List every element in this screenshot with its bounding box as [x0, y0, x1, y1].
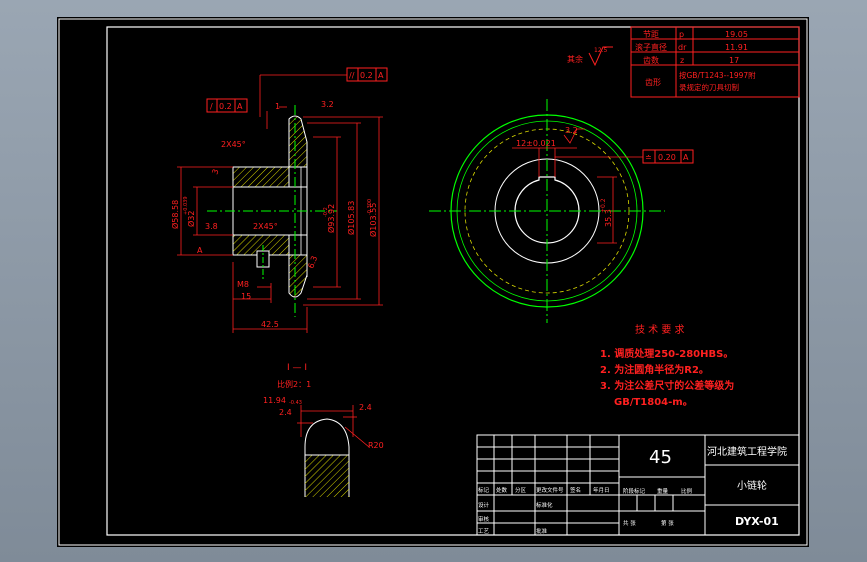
- title-block: [476, 434, 800, 536]
- right-rough-32: 3.2: [565, 126, 578, 135]
- tech-item-3: 3. 为注公差尺寸的公差等级为: [600, 379, 734, 392]
- param-table-text: 节距 p 19.05 滚子直径 dr 11.91 齿数 z 17 齿形 按GB/…: [635, 30, 756, 92]
- param-val-0: 19.05: [725, 30, 748, 39]
- param-sym-0: p: [679, 30, 684, 39]
- roughness-symbol-icon: [588, 46, 613, 67]
- material: 45: [649, 447, 672, 468]
- param-table: [630, 26, 800, 98]
- gtol-left-val: 0.2: [219, 102, 232, 111]
- gtol-top: // 0.2 A: [346, 67, 388, 82]
- section-scale: 比例2：1: [277, 379, 311, 389]
- check-label: 审核: [478, 515, 490, 523]
- roughness-label: 其余: [567, 54, 583, 64]
- outer-frame: [58, 18, 808, 546]
- std-label: 标准化: [536, 501, 553, 509]
- right-gtol-ref: A: [683, 153, 689, 162]
- ratio-label: 比例: [681, 487, 693, 495]
- key-depth: 35.3: [604, 209, 613, 227]
- school-name: 河北建筑工程学院: [707, 445, 787, 458]
- datum-a: A: [197, 246, 203, 255]
- left-rough-63: 6.3: [306, 255, 319, 270]
- dim-pitch: Ø103.55: [368, 203, 378, 237]
- sheet-label: 共 张: [623, 519, 636, 527]
- inner-frame: [106, 26, 800, 536]
- section-mark: 1: [275, 102, 280, 111]
- dim-15: 15: [241, 292, 251, 301]
- r-top: 3: [210, 168, 220, 176]
- left-view: // 0.2 A / 0.2 A 1 3.2 2X45° 3 2X45° 3.8…: [170, 67, 388, 333]
- section-top: [232, 115, 308, 188]
- dim-outer: Ø105.83: [346, 201, 356, 235]
- chamfer-top: 2X45°: [221, 140, 246, 149]
- gear-drawing: 节距 p 19.05 滚子直径 dr 11.91 齿数 z 17 齿形 按GB/…: [58, 18, 808, 546]
- tech-item-2: 2. 为注圆角半径为R2。: [600, 363, 709, 376]
- section-width: 11.94: [263, 396, 286, 405]
- drawing-sheet: 节距 p 19.05 滚子直径 dr 11.91 齿数 z 17 齿形 按GB/…: [57, 17, 809, 547]
- gtol-top-val: 0.2: [360, 71, 373, 80]
- tooth-hatch: [305, 455, 349, 497]
- section-dim-b: 2.4: [359, 403, 372, 412]
- section-dim-a: 2.4: [279, 408, 292, 417]
- key-depth-tol: +0.2: [600, 198, 607, 213]
- section-radius: R20: [368, 441, 384, 450]
- tooth-profile: [304, 418, 350, 497]
- param-sym-1: dr: [678, 43, 687, 52]
- tech-item-4: GB/T1804-m。: [614, 397, 693, 408]
- title-block-text: 45 河北建筑工程学院 小链轮 DYX-01 标记 处数 分区 更改文件号 签名…: [478, 445, 787, 535]
- row-label-0: 标记: [478, 486, 490, 494]
- part-name: 小链轮: [737, 479, 767, 492]
- stage-label: 阶段标记: [623, 487, 646, 495]
- key-width: 12±0.021: [516, 139, 556, 148]
- sheet-of-label: 第 张: [661, 519, 674, 527]
- process-label: 工艺: [478, 528, 490, 535]
- left-rough-38: 3.8: [205, 222, 218, 231]
- gtol-left-ref: A: [237, 102, 243, 111]
- left-rough-32: 3.2: [321, 100, 334, 109]
- dim-pitch-tol: -0.300: [367, 199, 373, 215]
- roughness-general: 其余 12.5: [567, 46, 613, 67]
- approve-label: 批准: [536, 527, 548, 535]
- right-view: ≐ 0.20 A 3.2 12±0.021 35.3 +0.2: [429, 99, 694, 323]
- row-label-1: 处数: [496, 486, 508, 494]
- chamfer-mid: 2X45°: [253, 222, 278, 231]
- roughness-mark: 12.5: [594, 47, 608, 54]
- profile-text-1: 按GB/T1243--1997附: [679, 70, 756, 80]
- row-label-4: 签名: [570, 486, 581, 494]
- dim-bore: Ø32: [186, 211, 196, 227]
- dim-bore-tol: +0.039: [183, 196, 189, 215]
- profile-label: 齿形: [645, 78, 661, 87]
- designer-label: 设计: [478, 501, 490, 509]
- m8-label: M8: [237, 280, 249, 289]
- section-view: I — I 比例2：1 11.94 -0.43 2.4 2.4 R20: [263, 363, 384, 497]
- right-gtol-sym: ≐: [645, 153, 652, 162]
- gtol-top-ref: A: [378, 71, 384, 80]
- tech-requirements: 技 术 要 求 1. 调质处理250-280HBS。 2. 为注圆角半径为R2。…: [600, 323, 734, 408]
- drawing-no: DYX-01: [735, 515, 779, 528]
- tech-title: 技 术 要 求: [635, 323, 685, 336]
- param-val-1: 11.91: [725, 43, 748, 52]
- gtol-left-sym: /: [210, 102, 213, 111]
- dim-42-5: 42.5: [261, 320, 279, 329]
- weight-label: 重量: [657, 487, 669, 495]
- section-width-tol: -0.43: [289, 400, 302, 406]
- gtol-top-sym: //: [349, 71, 355, 80]
- param-name-0: 节距: [643, 30, 659, 39]
- dim-root-tol: -0.2: [323, 207, 329, 217]
- param-val-2: 17: [729, 56, 739, 65]
- param-name-2: 齿数: [643, 55, 659, 65]
- tech-item-1: 1. 调质处理250-280HBS。: [600, 347, 733, 360]
- row-label-2: 分区: [515, 486, 527, 494]
- param-sym-2: z: [680, 56, 684, 65]
- dim-hub: Ø58.58: [170, 200, 180, 229]
- section-title: I — I: [287, 363, 307, 373]
- row-label-3: 更改文件号: [536, 486, 564, 494]
- right-gtol-val: 0.20: [658, 153, 676, 162]
- row-label-5: 年月日: [593, 486, 610, 494]
- param-name-1: 滚子直径: [635, 42, 667, 52]
- gtol-left: / 0.2 A: [206, 98, 248, 113]
- profile-text-2: 录规定的刀具切制: [679, 82, 739, 92]
- right-gtol: ≐ 0.20 A: [642, 149, 694, 164]
- dim-root: Ø93.92: [326, 204, 336, 233]
